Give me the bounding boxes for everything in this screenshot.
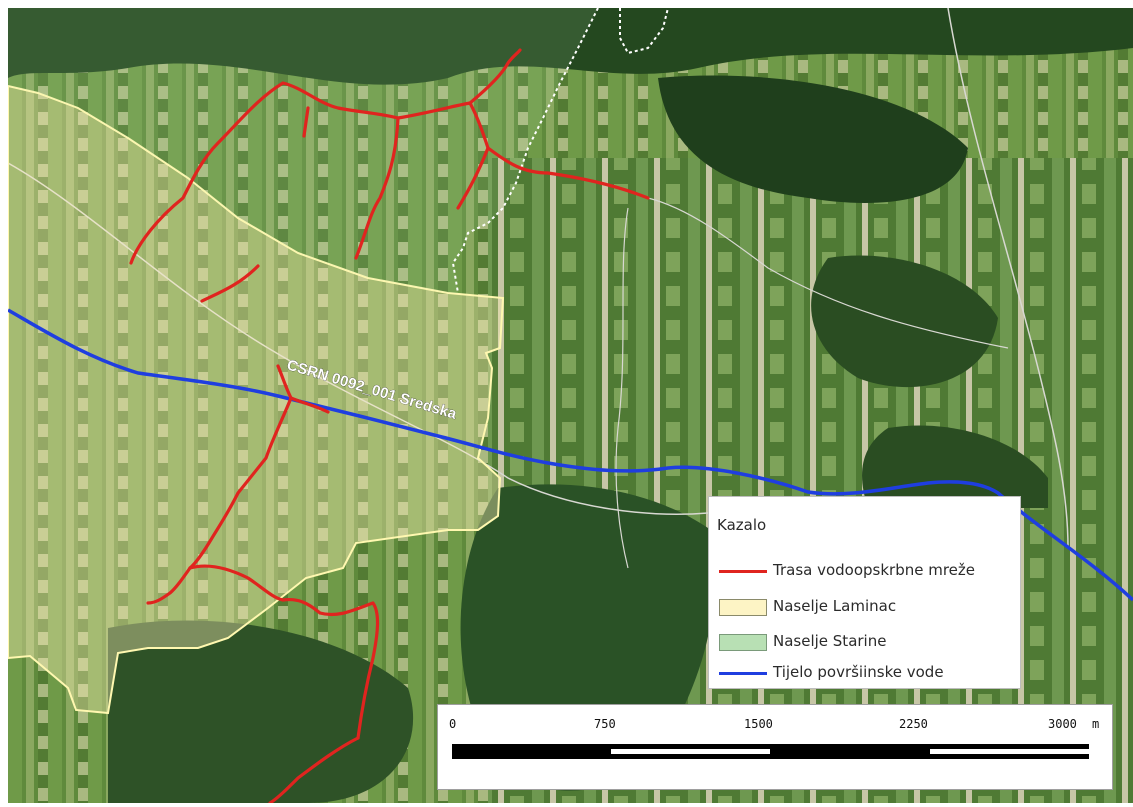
scale-tick-label: 1500 [744, 717, 773, 731]
road-east [947, 8, 1069, 549]
legend-item-water: Tijelo površiinske vode [719, 661, 1019, 685]
pipeline-network[interactable] [129, 48, 650, 803]
forest-north [8, 8, 1133, 85]
scale-bar-segment [930, 749, 1089, 754]
legend-item-label: Tijelo površiinske vode [773, 663, 944, 681]
road-center [615, 207, 629, 569]
pipeline-segment [146, 566, 192, 605]
naselje-starine-north-lobe [619, 8, 669, 55]
map-frame: CSRN 0092_001 Sredska Kazalo Trasa vodoo… [8, 8, 1133, 803]
legend-item-label: Naselje Starine [773, 632, 887, 650]
scale-bar-graphic [452, 744, 1089, 759]
scale-tick-label: 3000 [1048, 717, 1077, 731]
scale-tick-label: 2250 [899, 717, 928, 731]
water-swatch [719, 672, 767, 675]
pipeline-segment [268, 736, 360, 803]
pipeline-segment [354, 116, 400, 260]
forest-northeast [658, 75, 968, 203]
scale-tick-label: 750 [594, 717, 616, 731]
forest-south [108, 620, 414, 803]
scale-unit: m [1092, 717, 1100, 731]
surface-water-line[interactable] [8, 308, 1133, 602]
scale-tick-label: 0 [449, 717, 457, 731]
naselje-laminac-area[interactable] [8, 84, 505, 715]
legend-item-laminac: Naselje Laminac [719, 595, 1019, 619]
pipeline-segment [129, 48, 522, 265]
scale-bar-segment [611, 749, 770, 754]
legend-item-label: Trasa vodoopskrbne mreže [773, 561, 976, 579]
scale-bar: 0 750 1500 2250 3000 m [437, 704, 1113, 790]
legend-title: Kazalo [717, 516, 767, 534]
legend-item-pipeline: Trasa vodoopskrbne mreže [719, 559, 1019, 583]
naselje-starine-border [451, 8, 599, 294]
pipeline-segment [302, 106, 310, 138]
pipeline-swatch [719, 570, 767, 573]
legend-panel: Kazalo Trasa vodoopskrbne mreže Naselje … [708, 496, 1021, 689]
starine-swatch [719, 634, 767, 651]
road-main [8, 162, 709, 515]
legend-item-starine: Naselje Starine [719, 630, 1019, 654]
pipeline-segment [200, 264, 260, 303]
laminac-swatch [719, 599, 767, 616]
pipeline-segment [188, 396, 293, 570]
pipeline-segment [188, 564, 380, 740]
map-canvas[interactable]: CSRN 0092_001 Sredska [8, 8, 1133, 803]
road-north-east [647, 197, 1009, 349]
naselje-starine-area[interactable] [8, 8, 598, 293]
forest-east [811, 255, 998, 388]
legend-item-label: Naselje Laminac [773, 597, 897, 615]
pipeline-segment [486, 146, 650, 200]
